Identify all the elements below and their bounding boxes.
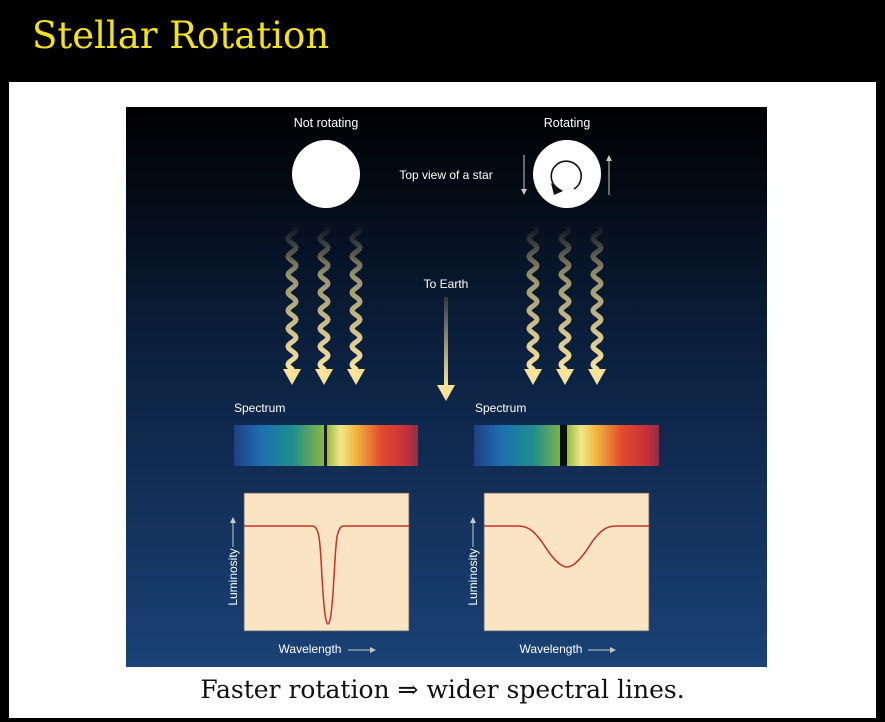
narrow-absorption-line xyxy=(324,425,327,466)
light-wave xyxy=(558,222,572,372)
broad-line-profile xyxy=(484,525,649,568)
non-rotating-star xyxy=(292,140,360,208)
light-waves xyxy=(283,222,606,385)
spectrum-label-right: Spectrum xyxy=(475,401,526,415)
not-rotating-label: Not rotating xyxy=(294,116,359,130)
top-view-label: Top view of a star xyxy=(399,168,492,182)
approaching-arrow-icon xyxy=(521,155,527,195)
light-wave xyxy=(590,222,604,372)
light-wave-arrowhead xyxy=(556,369,574,385)
y-axis-arrow-right xyxy=(470,517,476,547)
x-axis-label-right: Wavelength xyxy=(520,642,583,656)
light-wave-arrowhead xyxy=(315,369,333,385)
light-wave xyxy=(317,222,331,372)
y-axis-arrow-left xyxy=(230,517,236,547)
slide-caption: Faster rotation ⇒ wider spectral lines. xyxy=(200,675,685,704)
x-axis-arrow-right xyxy=(588,647,616,653)
spectrum-bar-left xyxy=(234,425,418,466)
rotation-arrow-icon xyxy=(550,160,583,195)
to-earth-arrow xyxy=(437,297,455,401)
light-wave-arrowhead xyxy=(283,369,301,385)
plot-area-left xyxy=(243,492,410,632)
light-wave-arrowhead xyxy=(524,369,542,385)
spectrum-bar-right xyxy=(474,425,659,466)
spectrum-label-left: Spectrum xyxy=(234,401,285,415)
bottom-strip xyxy=(0,718,885,722)
plot-area-right xyxy=(483,492,650,632)
broad-absorption-line xyxy=(560,425,567,466)
light-wave-arrowhead xyxy=(588,369,606,385)
plot-rotating: Luminosity Wavelength xyxy=(466,492,650,656)
rotating-label: Rotating xyxy=(544,116,591,130)
to-earth-label: To Earth xyxy=(424,277,469,291)
light-wave xyxy=(349,222,363,372)
narrow-line-profile xyxy=(244,525,409,625)
slide-title: Stellar Rotation xyxy=(32,14,330,57)
y-axis-label-right: Luminosity xyxy=(466,548,480,605)
x-axis-label-left: Wavelength xyxy=(279,642,342,656)
rotating-star xyxy=(533,140,601,208)
stellar-rotation-figure: Not rotating Rotating Top view of a star… xyxy=(126,107,767,667)
light-wave xyxy=(526,222,540,372)
x-axis-arrow-left xyxy=(348,647,376,653)
light-wave xyxy=(285,222,299,372)
plot-not-rotating: Luminosity Wavelength xyxy=(226,492,410,656)
receding-arrow-icon xyxy=(606,155,612,195)
y-axis-label-left: Luminosity xyxy=(226,548,240,605)
light-wave-arrowhead xyxy=(347,369,365,385)
